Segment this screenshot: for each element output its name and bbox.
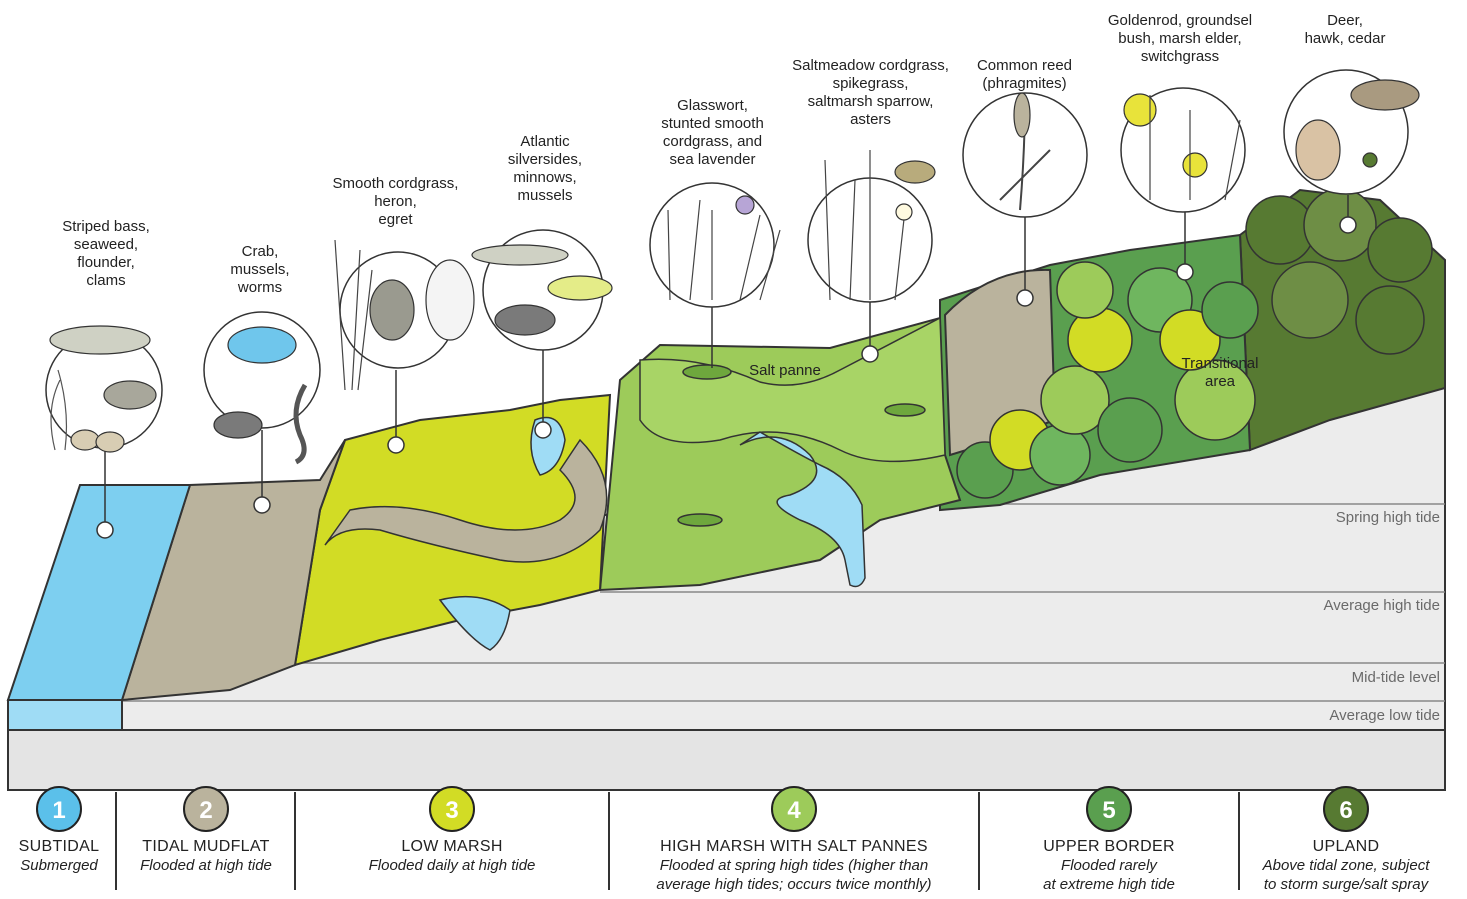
sea-lavender-icon xyxy=(736,196,754,214)
zone-name: LOW MARSH xyxy=(296,838,608,856)
spring-high-tide-label: Spring high tide xyxy=(1250,509,1440,526)
border-species-label: Goldenrod, groundsel bush, marsh elder, … xyxy=(1090,12,1270,66)
flounder-icon xyxy=(104,381,156,409)
zone-name: UPLAND xyxy=(1240,838,1452,856)
hawk-icon xyxy=(1351,80,1419,110)
zone-upland: 6 UPLAND Above tidal zone, subject to st… xyxy=(1240,786,1452,894)
zone-description: Flooded daily at high tide xyxy=(296,856,608,875)
low-marsh-species-label: Smooth cordgrass, heron, egret xyxy=(318,175,473,229)
zone-subtidal: 1 SUBTIDAL Submerged xyxy=(0,786,118,875)
zone-name: SUBTIDAL xyxy=(0,838,118,856)
zone-number-badge: 6 xyxy=(1323,786,1369,832)
zone-tidal-mudflat: 2 TIDAL MUDFLAT Flooded at high tide xyxy=(118,786,294,875)
goldenrod-icon xyxy=(1124,94,1156,126)
zone-low-marsh: 3 LOW MARSH Flooded daily at high tide xyxy=(296,786,608,875)
subtidal-species-label: Striped bass, seaweed, flounder, clams xyxy=(46,218,166,290)
zone-description: Submerged xyxy=(0,856,118,875)
minnow-icon xyxy=(548,276,612,300)
salt-panne-label: Salt panne xyxy=(740,362,830,380)
salt-panne-2 xyxy=(885,404,925,416)
upland-species-label: Deer, hawk, cedar xyxy=(1285,12,1405,48)
egret-icon xyxy=(426,260,474,340)
zone-name: UPPER BORDER xyxy=(980,838,1238,856)
aster-icon xyxy=(896,204,912,220)
high-marsh-species-label: Glasswort, stunted smooth cordgrass, and… xyxy=(640,97,785,169)
zone-number-badge: 3 xyxy=(429,786,475,832)
transitional-area-label: Transitional area xyxy=(1165,355,1275,391)
salt-panne-1 xyxy=(683,365,731,379)
salt-meadow-species-label: Saltmeadow cordgrass, spikegrass, saltma… xyxy=(778,57,963,129)
channel-mussel-icon xyxy=(495,305,555,335)
zone-name: TIDAL MUDFLAT xyxy=(118,838,294,856)
zone-description: Flooded rarely at extreme high tide xyxy=(980,856,1238,894)
zone-name: HIGH MARSH WITH SALT PANNES xyxy=(610,838,978,856)
average-low-tide-label: Average low tide xyxy=(1250,707,1440,724)
heron-icon xyxy=(370,280,414,340)
ground-front-face xyxy=(8,730,1445,790)
zone-description: Above tidal zone, subject to storm surge… xyxy=(1240,856,1452,894)
salt-panne-3 xyxy=(678,514,722,526)
silverside-icon xyxy=(472,245,568,265)
reed-species-label: Common reed (phragmites) xyxy=(962,57,1087,93)
striped-bass-icon xyxy=(50,326,150,354)
groundsel-icon xyxy=(1183,153,1207,177)
zone-high-marsh: 4 HIGH MARSH WITH SALT PANNES Flooded at… xyxy=(610,786,978,894)
deer-icon xyxy=(1296,120,1340,180)
sparrow-icon xyxy=(895,161,935,183)
channel-species-label: Atlantic silversides, minnows, mussels xyxy=(490,133,600,205)
zone-number-badge: 1 xyxy=(36,786,82,832)
mudflat-species-label: Crab, mussels, worms xyxy=(205,243,315,297)
zone-description: Flooded at high tide xyxy=(118,856,294,875)
zone-number-badge: 5 xyxy=(1086,786,1132,832)
blue-crab-icon xyxy=(228,327,296,363)
zone-description: Flooded at spring high tides (higher tha… xyxy=(610,856,978,894)
mussel-icon xyxy=(214,412,262,438)
clam-icon xyxy=(71,430,99,450)
zone-number-badge: 4 xyxy=(771,786,817,832)
zone-number-badge: 2 xyxy=(183,786,229,832)
cedar-icon xyxy=(1363,153,1377,167)
subtidal-front xyxy=(8,700,122,730)
mid-tide-level-label: Mid-tide level xyxy=(1250,669,1440,686)
average-high-tide-label: Average high tide xyxy=(1250,597,1440,614)
zone-upper-border: 5 UPPER BORDER Flooded rarely at extreme… xyxy=(980,786,1238,894)
